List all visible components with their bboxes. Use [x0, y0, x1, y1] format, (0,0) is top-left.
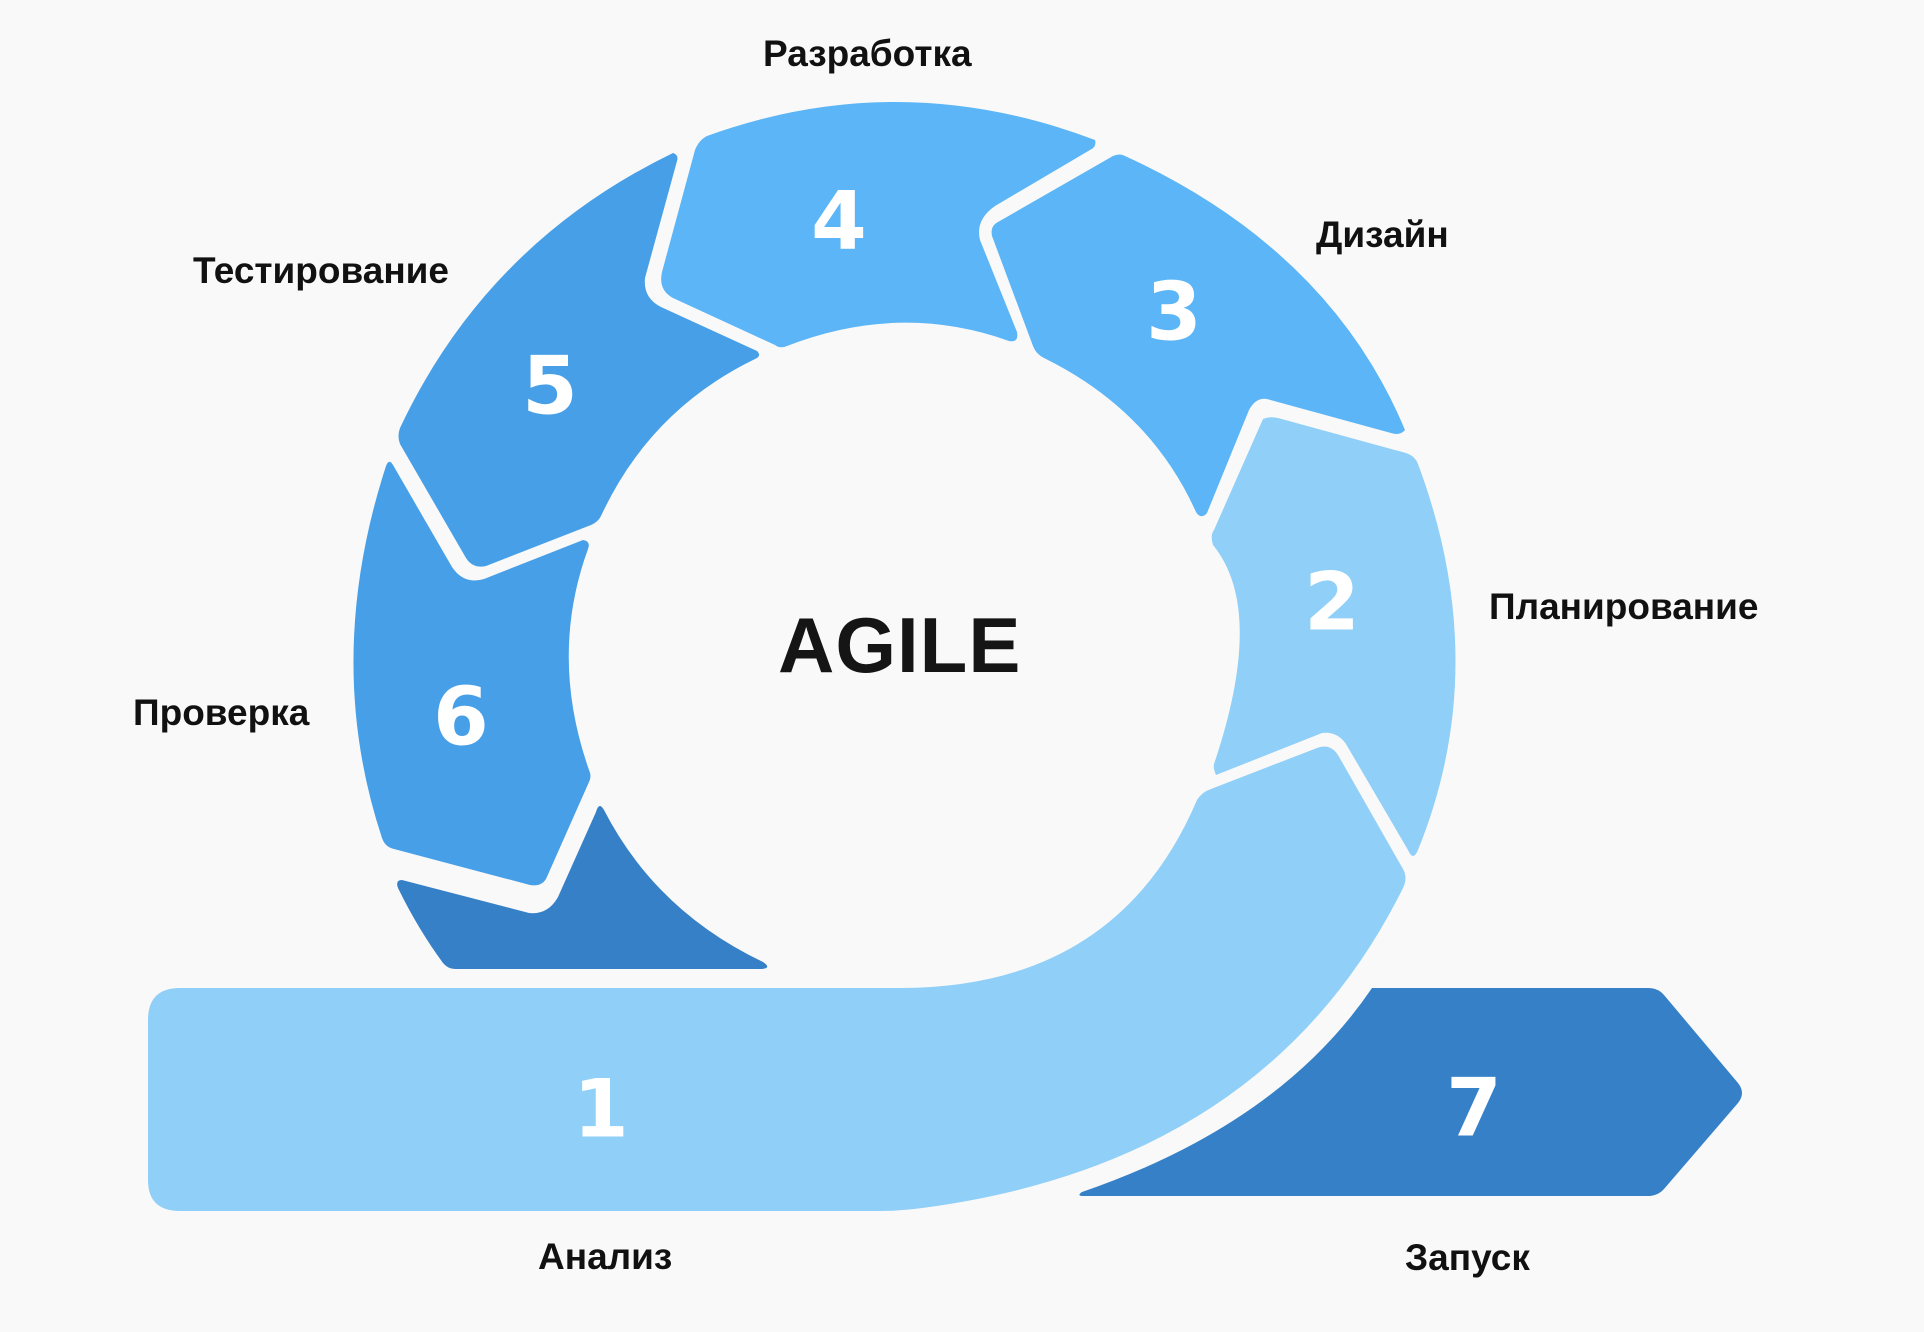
step-5-label: Тестирование	[193, 250, 450, 291]
step-5-number: 5	[522, 340, 578, 433]
step-7-number: 7	[1446, 1062, 1502, 1155]
step-3-number: 3	[1146, 266, 1202, 359]
step-6-segment	[353, 461, 591, 886]
step-5-segment	[398, 153, 760, 567]
step-2-segment	[1211, 417, 1456, 856]
step-6-label: Проверка	[133, 692, 310, 733]
step-2-label: Планирование	[1489, 586, 1759, 627]
diagram-title: AGILE	[778, 601, 1022, 689]
step-3-label: Дизайн	[1316, 214, 1449, 255]
step-7-label: Запуск	[1405, 1237, 1530, 1278]
step-1-segment	[148, 746, 1406, 1211]
step-6-tail-segment	[397, 805, 768, 969]
step-4-segment	[661, 101, 1096, 348]
step-4-number: 4	[811, 175, 867, 268]
step-3-segment	[991, 154, 1405, 517]
step-1-number: 1	[573, 1063, 629, 1156]
step-4-label: Разработка	[763, 33, 972, 74]
step-2-number: 2	[1304, 556, 1360, 649]
step-7-segment	[1079, 988, 1742, 1196]
step-1-label: Анализ	[538, 1236, 673, 1277]
step-6-number: 6	[433, 671, 489, 764]
